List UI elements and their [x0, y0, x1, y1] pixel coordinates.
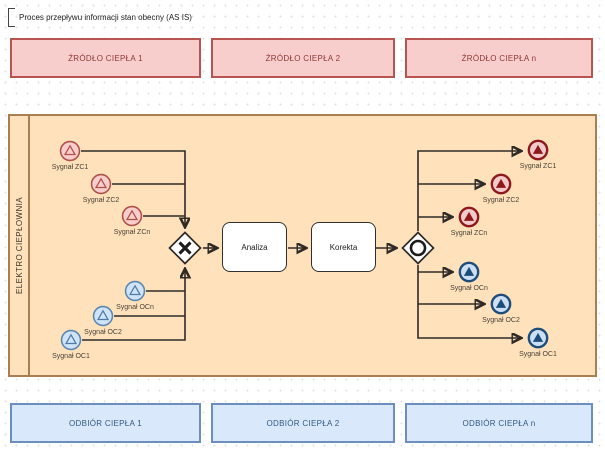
- receiver-box-1-label: ODBIÓR CIEPŁA 1: [69, 418, 142, 428]
- event-throw-zc2[interactable]: [490, 173, 512, 195]
- event-label: Sygnał OC1: [52, 353, 90, 360]
- event-label: Sygnał OCn: [450, 285, 488, 292]
- event-throw-zcn[interactable]: [458, 206, 480, 228]
- event-label: Sygnał OCn: [116, 304, 154, 311]
- event-label: Sygnał ZC2: [82, 197, 120, 204]
- signal-catch-icon: [90, 173, 112, 195]
- receiver-box-n[interactable]: ODBIÓR CIEPŁA n: [405, 403, 593, 443]
- signal-throw-icon: [458, 206, 480, 228]
- receiver-box-2[interactable]: ODBIÓR CIEPŁA 2: [211, 403, 395, 443]
- diagram-title: Proces przepływu informacji stan obecny …: [19, 13, 192, 22]
- pool-elektrocieplownia[interactable]: ELEKTRO CIEPŁOWNIA: [8, 114, 597, 377]
- signal-throw-icon: [527, 139, 549, 161]
- exclusive-gateway-icon: [168, 231, 202, 265]
- source-box-1-label: ŹRÓDŁO CIEPŁA 1: [68, 53, 143, 63]
- group-bracket-icon: [8, 8, 15, 27]
- gateway-inclusive[interactable]: [401, 231, 435, 265]
- source-box-2-label: ŹRÓDŁO CIEPŁA 2: [265, 53, 341, 63]
- receiver-box-n-label: ODBIÓR CIEPŁA n: [462, 418, 536, 428]
- event-label: Sygnał ZC1: [519, 163, 557, 170]
- event-catch-zc1[interactable]: [59, 140, 81, 162]
- signal-throw-icon: [490, 173, 512, 195]
- task-analiza[interactable]: Analiza: [222, 222, 287, 272]
- source-box-2[interactable]: ŹRÓDŁO CIEPŁA 2: [211, 38, 395, 78]
- pool-label: ELEKTRO CIEPŁOWNIA: [14, 197, 24, 294]
- signal-throw-icon: [458, 261, 480, 283]
- signal-catch-icon: [124, 280, 146, 302]
- event-label: Sygnał OC1: [519, 351, 557, 358]
- task-korekta-label: Korekta: [329, 242, 358, 252]
- event-throw-oc1[interactable]: [527, 327, 549, 349]
- event-catch-oc1[interactable]: [60, 329, 82, 351]
- inclusive-gateway-icon: [401, 231, 435, 265]
- signal-catch-icon: [121, 205, 143, 227]
- event-catch-oc2[interactable]: [92, 305, 114, 327]
- event-label: Sygnał OC2: [84, 329, 122, 336]
- source-box-n[interactable]: ŹRÓDŁO CIEPŁA n: [405, 38, 593, 78]
- source-box-n-label: ŹRÓDŁO CIEPŁA n: [461, 53, 537, 63]
- task-korekta[interactable]: Korekta: [311, 222, 376, 272]
- task-analiza-label: Analiza: [241, 242, 268, 252]
- event-throw-ocn[interactable]: [458, 261, 480, 283]
- event-label: Sygnał ZCn: [113, 229, 151, 236]
- event-catch-ocn[interactable]: [124, 280, 146, 302]
- event-catch-zc2[interactable]: [90, 173, 112, 195]
- diagram-title-group: Proces przepływu informacji stan obecny …: [8, 8, 192, 27]
- signal-catch-icon: [92, 305, 114, 327]
- event-label: Sygnał ZC1: [51, 164, 89, 171]
- event-catch-zcn[interactable]: [121, 205, 143, 227]
- receiver-box-2-label: ODBIÓR CIEPŁA 2: [266, 418, 340, 428]
- receiver-box-1[interactable]: ODBIÓR CIEPŁA 1: [10, 403, 201, 443]
- event-label: Sygnał ZCn: [450, 230, 488, 237]
- signal-catch-icon: [59, 140, 81, 162]
- event-label: Sygnał ZC2: [482, 197, 520, 204]
- pool-lane-title: ELEKTRO CIEPŁOWNIA: [10, 116, 30, 375]
- gateway-exclusive[interactable]: [168, 231, 202, 265]
- event-throw-zc1[interactable]: [527, 139, 549, 161]
- signal-catch-icon: [60, 329, 82, 351]
- event-throw-oc2[interactable]: [490, 293, 512, 315]
- source-box-1[interactable]: ŹRÓDŁO CIEPŁA 1: [10, 38, 201, 78]
- signal-throw-icon: [527, 327, 549, 349]
- signal-throw-icon: [490, 293, 512, 315]
- event-label: Sygnał OC2: [482, 317, 520, 324]
